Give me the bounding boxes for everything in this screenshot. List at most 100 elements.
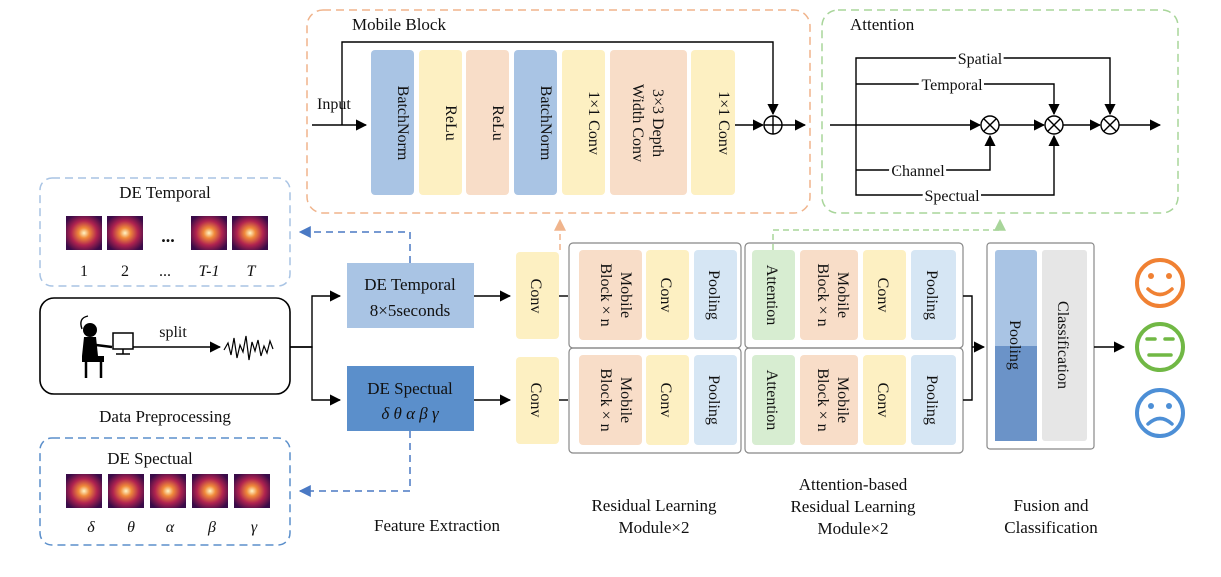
frame-label-1: 1 [80, 263, 88, 280]
band-label-delta: δ [87, 519, 95, 536]
attention-residual-module: Attention Mobile Block × n Conv Pooling … [744, 218, 1006, 538]
conv1x1-layer-1 [562, 50, 605, 195]
spatial-label: Spatial [958, 51, 1003, 68]
frame-ellipsis: ... [161, 226, 175, 246]
frame-label-t: T [247, 263, 257, 280]
conv1x1-label-1: 1×1 Conv [585, 91, 602, 155]
band-map-beta [192, 474, 228, 508]
conv-inner-bottom-label: Conv [657, 383, 674, 418]
frame-label-dots: ... [159, 263, 171, 280]
conv1x1-label-2: 1×1 Conv [715, 91, 732, 155]
att-mobile-top-line1: Mobile [834, 272, 851, 318]
mobile-block-bottom-line2: Block × n [597, 368, 614, 431]
mobile-block-panel: Mobile Block Input BatchNorm ReLu ReLu B… [306, 9, 811, 214]
residual-caption-line1: Residual Learning [591, 496, 717, 515]
pooling-top-label: Pooling [705, 270, 722, 320]
fusion-classification: Pooling Classification Fusion and Classi… [986, 242, 1126, 537]
feature-extraction: DE Temporal 8×5seconds DE Spectual δ θ α… [290, 226, 512, 535]
relu-layer-2 [466, 50, 509, 195]
residual-add-icon [763, 115, 783, 135]
temporal-label: Temporal [921, 77, 983, 94]
pooling-bottom [694, 355, 737, 445]
att-conv-top-label: Conv [874, 278, 891, 313]
att-mobile-block-bottom [800, 355, 858, 445]
att-pooling-bottom-label: Pooling [923, 375, 940, 425]
attention-residual-caption-line1: Attention-based [799, 475, 908, 494]
preprocessing-caption: Data Preprocessing [99, 407, 231, 426]
de-spectual-box [347, 366, 474, 431]
band-map-delta [66, 474, 102, 508]
band-label-alpha: α [166, 519, 175, 536]
conv-block-bottom [516, 357, 559, 444]
channel-label: Channel [891, 163, 945, 180]
de-temporal-box-title: DE Temporal [364, 275, 456, 294]
relu-layer-1 [419, 50, 462, 195]
conv-inner-top [646, 250, 689, 340]
happy-face-icon [1135, 258, 1185, 308]
fusion-caption-line1: Fusion and [1013, 496, 1089, 515]
split-label: split [159, 324, 187, 341]
att-mobile-top-line2: Block × n [814, 263, 831, 326]
band-label-gamma: γ [251, 519, 258, 536]
mobile-block-border [306, 9, 811, 214]
spectual-path-label: Spectual [924, 188, 980, 205]
de-temporal-box-subtitle: 8×5seconds [370, 301, 450, 320]
conv-label-top: Conv [527, 279, 544, 314]
band-map-gamma [234, 474, 270, 508]
att-mobile-bottom-line2: Block × n [814, 368, 831, 431]
depthwise-conv-label-2: Width Conv [629, 84, 646, 162]
residual-learning-module: Conv Conv Mobile Block × n Conv Pooling … [516, 218, 742, 537]
mobile-block-top-line1: Mobile [617, 272, 634, 318]
attention-panel: Attention Spatial Temporal Channel Spect… [821, 9, 1179, 214]
fusion-caption-line2: Classification [1004, 518, 1098, 537]
pooling-top [694, 250, 737, 340]
frame-label-t-1: T-1 [198, 263, 219, 280]
preprocessing-panel: split Data Preprocessing [39, 297, 291, 426]
attention-border [821, 9, 1179, 214]
att-conv-top [863, 250, 906, 340]
conv1x1-layer-2 [691, 50, 735, 195]
multiply-icon-3 [1100, 115, 1120, 135]
conv-label-bottom: Conv [527, 383, 544, 418]
batchnorm-layer-1 [371, 50, 414, 195]
band-label-beta: β [207, 519, 216, 536]
att-mobile-block-top [800, 250, 858, 340]
heatmap-frame-t-1 [191, 216, 227, 250]
de-temporal-panel-title: DE Temporal [119, 183, 211, 202]
band-map-theta [108, 474, 144, 508]
att-mobile-bottom-line1: Mobile [834, 377, 851, 423]
sad-face-icon [1135, 388, 1185, 438]
de-spectual-panel: DE Spectual δ θ α β γ [39, 437, 291, 546]
mobile-block-bottom-line1: Mobile [617, 377, 634, 423]
heatmap-frame-2 [107, 216, 143, 250]
conv-inner-top-label: Conv [657, 278, 674, 313]
attention-block-bottom [752, 355, 795, 445]
batchnorm-label-2: BatchNorm [537, 86, 554, 161]
attention-top-label: Attention [763, 265, 780, 325]
mobile-block-top-line2: Block × n [597, 263, 614, 326]
fusion-pooling-label: Pooling [1006, 320, 1023, 370]
relu-label-1: ReLu [442, 105, 459, 141]
heatmap-frame-t [232, 216, 268, 250]
multiply-icon-2 [1044, 115, 1064, 135]
de-temporal-box [347, 263, 474, 328]
depthwise-conv-label-1: 3×3 Depth [649, 89, 666, 157]
frame-label-2: 2 [121, 263, 129, 280]
att-pooling-top [911, 250, 956, 340]
attention-bottom-label: Attention [763, 370, 780, 430]
de-temporal-panel: DE Temporal ... 1 2 ... T-1 T [39, 177, 291, 287]
person-at-computer-icon [80, 315, 134, 378]
mobile-block-bottom [579, 355, 642, 445]
attention-residual-caption-line2: Residual Learning [790, 497, 916, 516]
classification-label: Classification [1054, 301, 1071, 389]
de-spectual-box-bands: δ θ α β γ [381, 404, 440, 423]
band-map-alpha [150, 474, 186, 508]
batchnorm-layer-2 [514, 50, 557, 195]
fusion-pooling-lower [995, 346, 1037, 441]
depthwise-conv-layer [610, 50, 687, 195]
mobile-block-top [579, 250, 642, 340]
feature-extraction-caption: Feature Extraction [374, 516, 501, 535]
multiply-icon-1 [980, 115, 1000, 135]
band-label-theta: θ [127, 519, 135, 536]
